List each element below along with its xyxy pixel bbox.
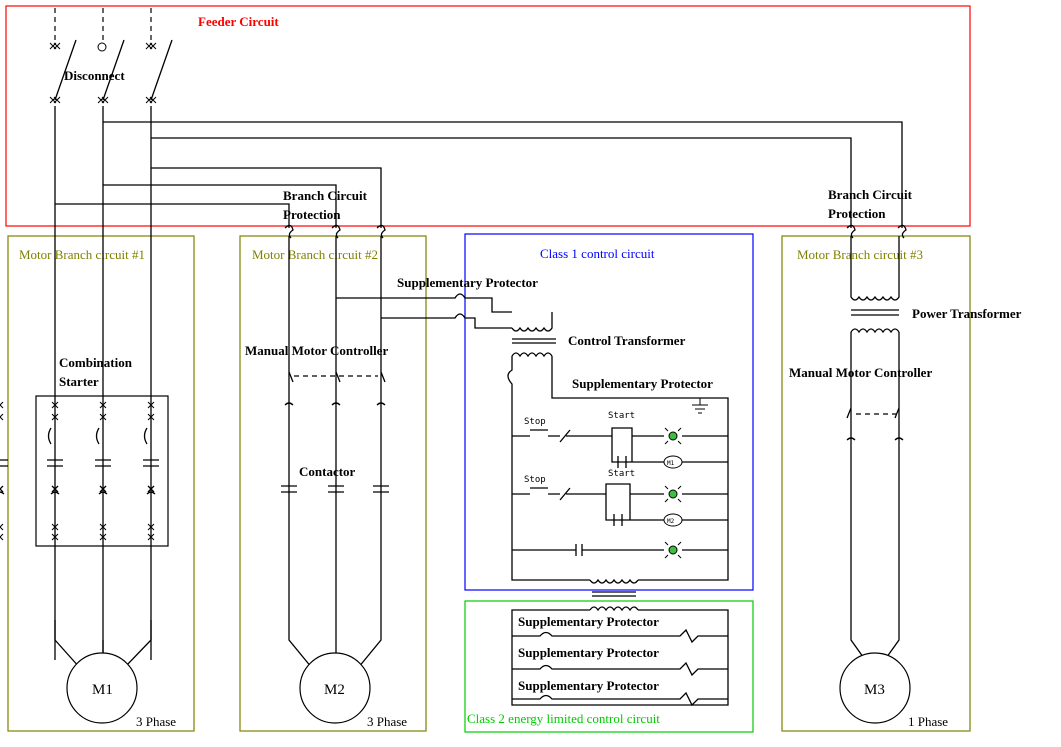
supplementary-protector-top-label: Supplementary Protector <box>397 275 538 290</box>
class2-transformer <box>589 578 639 612</box>
pilot-lamp-3 <box>668 545 678 555</box>
motor-m3-label: M3 <box>864 682 885 698</box>
pilot-lamp-2 <box>668 489 678 499</box>
motor-m2-label: M2 <box>324 682 345 698</box>
combination-starter-box <box>35 395 169 547</box>
coil-m1 <box>663 455 683 469</box>
class1-control-title: Class 1 control circuit <box>540 246 655 261</box>
bus-to-branch3-b <box>151 137 852 228</box>
class2-protector-1-label: Supplementary Protector <box>518 614 659 629</box>
control-rung-3 <box>512 544 728 556</box>
power-transformer-label: Power Transformer <box>912 306 1022 321</box>
stop-2-label: Stop <box>524 475 546 485</box>
control-transformer-label: Control Transformer <box>568 333 686 348</box>
contactor <box>281 485 389 493</box>
motor-m2-phase: 3 Phase <box>367 714 407 729</box>
branch3-manual-controller <box>846 407 904 441</box>
motor-branch-3-title: Motor Branch circuit #3 <box>797 247 923 262</box>
manual-motor-controller-2-label: Manual Motor Controller <box>245 343 388 358</box>
branch2-manual-controller <box>284 371 386 406</box>
coil-m1-label: M1 <box>667 460 675 467</box>
motor-m3 <box>839 652 911 724</box>
motor-branch-3-box <box>781 235 971 732</box>
contactor-label: Contactor <box>299 464 356 479</box>
power-transformer <box>850 236 900 334</box>
branch3-breakers <box>846 224 907 239</box>
branch2-breakers <box>284 224 386 239</box>
class2-control-title: Class 2 energy limited control circuit <box>467 711 660 726</box>
coil-m2-label: M2 <box>667 518 675 525</box>
control-rung-2 <box>512 483 728 526</box>
bus-to-branch3-a <box>103 121 903 228</box>
motor-m2 <box>299 652 371 724</box>
bus-to-branch2-a <box>55 203 290 228</box>
supplementary-protector-mid-label: Supplementary Protector <box>572 376 713 391</box>
control-transformer <box>511 312 556 358</box>
branch-protection-label-1: Branch Circuit <box>283 188 368 203</box>
branch3-line-a <box>850 332 872 669</box>
branch-protection-label-2: Branch Circuit <box>828 187 913 202</box>
motor-branch-1-box <box>7 235 195 732</box>
control-ladder <box>507 356 729 581</box>
disconnect-switch <box>49 8 173 104</box>
motor1-wire-ext <box>54 620 152 640</box>
start-1-label: Start <box>608 411 635 421</box>
branch3-line-b <box>878 332 900 669</box>
branch-protection-label-2b: Protection <box>828 206 886 221</box>
bus-to-branch2-c <box>151 167 382 228</box>
control-tap-1 <box>336 293 512 313</box>
motor-m1-phase: 3 Phase <box>136 714 176 729</box>
coil-m2 <box>663 513 683 527</box>
motor-m1-label: M1 <box>92 682 113 698</box>
class2-protector-2-label: Supplementary Protector <box>518 645 659 660</box>
starter-components <box>0 401 160 541</box>
disconnect-label: Disconnect <box>64 68 125 83</box>
motor-m1 <box>66 652 138 724</box>
pilot-lamp-1 <box>668 431 678 441</box>
feeder-circuit-box <box>5 5 971 227</box>
lamp-3-rays <box>664 541 682 559</box>
start-2-label: Start <box>608 469 635 479</box>
stop-1-label: Stop <box>524 417 546 427</box>
lamp-2-rays <box>664 485 682 503</box>
combination-starter-label-2: Starter <box>59 374 99 389</box>
class2-circuit <box>511 609 729 707</box>
class2-protector-3-label: Supplementary Protector <box>518 678 659 693</box>
branch-protection-label-1b: Protection <box>283 207 341 222</box>
branch2-line-c <box>357 236 382 669</box>
motor-branch-2-title: Motor Branch circuit #2 <box>252 247 378 262</box>
branch2-line-a <box>288 236 313 669</box>
control-tap-2 <box>381 313 512 329</box>
lamp-1-rays <box>664 427 682 445</box>
feeder-circuit-title: Feeder Circuit <box>198 14 279 29</box>
combination-starter-label-1: Combination <box>59 355 133 370</box>
bus-to-branch2-b <box>103 184 337 228</box>
control-rung-1 <box>512 427 728 468</box>
motor-m3-phase: 1 Phase <box>908 714 948 729</box>
class2-control-box <box>464 600 754 733</box>
motor-branch-1-title: Motor Branch circuit #1 <box>19 247 145 262</box>
class1-control-box <box>464 233 754 591</box>
manual-motor-controller-3-label: Manual Motor Controller <box>789 365 932 380</box>
motor-branch-2-box <box>239 235 427 732</box>
